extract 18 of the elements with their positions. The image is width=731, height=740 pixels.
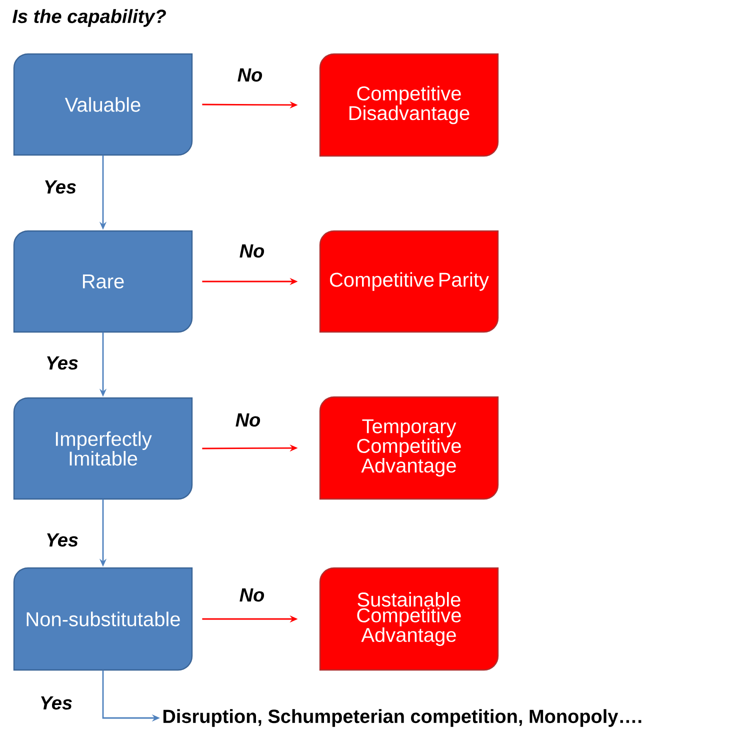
process-box: Imperfectly Imitable bbox=[13, 397, 193, 500]
result-text: Disruption, Schumpeterian competition, Monopoly…. bbox=[163, 709, 642, 727]
edge-label: No bbox=[240, 588, 264, 602]
edge-label: No bbox=[236, 413, 260, 427]
process-box: Non-substitutable bbox=[13, 567, 193, 671]
title: Is the capability? bbox=[12, 9, 166, 27]
edge-label: Yes bbox=[47, 356, 78, 370]
edge-label: Yes bbox=[41, 696, 72, 710]
outcome-box: Sustainable Competitive Advantage bbox=[319, 567, 499, 671]
edge-label: Yes bbox=[47, 533, 78, 547]
process-box: Rare bbox=[13, 230, 193, 333]
edge-label: No bbox=[238, 68, 262, 82]
outcome-box: Competitive Disadvantage bbox=[319, 53, 499, 157]
process-box: Valuable bbox=[13, 53, 193, 156]
edge-label: Yes bbox=[45, 180, 76, 194]
outcome-box: Competitive Parity bbox=[319, 230, 499, 333]
outcome-box: Temporary Competitive Advantage bbox=[319, 396, 499, 500]
edge-label: No bbox=[240, 244, 264, 258]
